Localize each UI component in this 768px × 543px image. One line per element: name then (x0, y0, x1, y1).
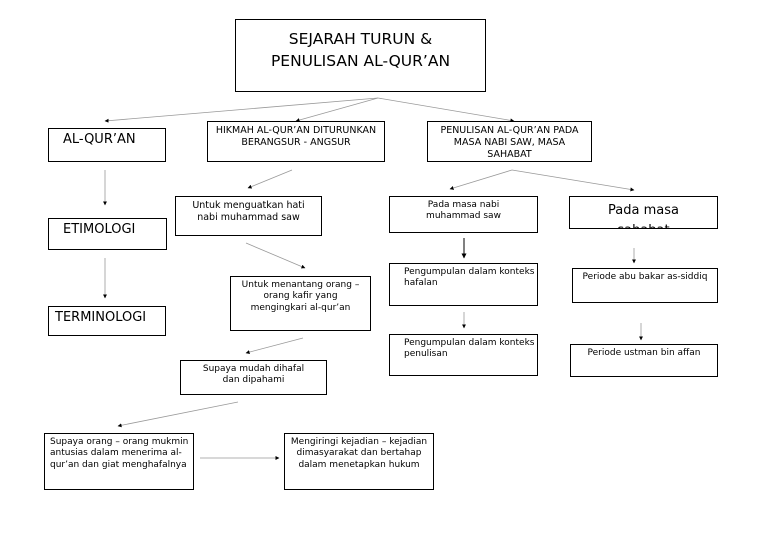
node-dihafal: Supaya mudah dihafal dan dipahami (180, 360, 327, 395)
connector-hikmah-menguatkan (247, 169, 293, 189)
node-masa-nabi: Pada masa nabi muhammad saw (389, 196, 538, 233)
node-tulisan: Pengumpulan dalam konteks penulisan (389, 334, 538, 376)
node-abu-bakar: Periode abu bakar as-siddiq (572, 268, 718, 303)
node-mukmin: Supaya orang – orang mukmin antusias dal… (44, 433, 194, 490)
node-menguatkan: Untuk menguatkan hati nabi muhammad saw (175, 196, 322, 236)
connector-penulisan-masasahabat (511, 169, 635, 192)
node-penulisan: PENULISAN AL-QUR’AN PADA MASA NABI SAW, … (427, 121, 592, 162)
diagram-title-line1: SEJARAH TURUN & (288, 30, 433, 48)
connector-title-hikmah (295, 97, 379, 122)
connector-menguatkan-menantang (245, 242, 306, 269)
node-hikmah: HIKMAH AL-QUR’AN DITURUNKAN BERANGSUR - … (207, 121, 385, 162)
diagram-title-line2: PENULISAN AL-QUR’AN (270, 52, 451, 71)
node-alquran: AL-QUR’AN (48, 128, 166, 162)
node-hafalan: Pengumpulan dalam konteks hafalan (389, 263, 538, 306)
node-menantang: Untuk menantang orang – orang kafir yang… (230, 276, 371, 331)
connector-title-alquran (104, 97, 379, 123)
node-terminologi: TERMINOLOGI (48, 306, 166, 336)
node-mengiringi: Mengiringi kejadian – kejadian dimasyara… (284, 433, 434, 490)
node-masa-sahabat: Pada masa sahabat (569, 196, 718, 229)
connector-title-penulisan (377, 97, 515, 123)
connector-penulisan-masanabi (449, 169, 513, 190)
node-etimologi: ETIMOLOGI (48, 218, 167, 250)
diagram-title: SEJARAH TURUN & PENULISAN AL-QUR’AN (235, 19, 486, 92)
connector-dihafal-mukmin (117, 401, 239, 428)
connector-menantang-dihafal (245, 337, 304, 355)
node-ustman: Periode ustman bin affan (570, 344, 718, 377)
